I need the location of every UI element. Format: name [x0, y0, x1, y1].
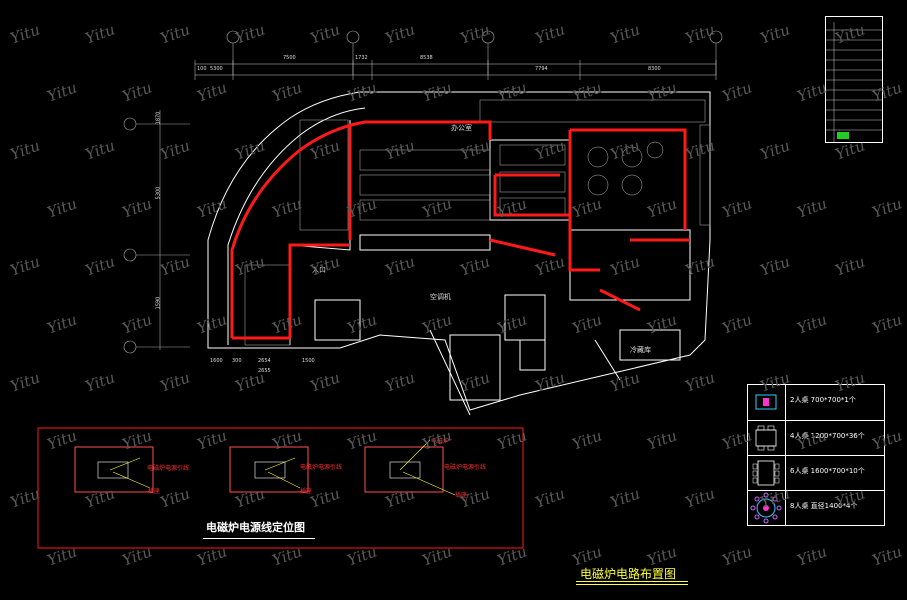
grid-markers-left [123, 110, 190, 354]
dim-top: 8538 [420, 55, 433, 61]
drawing-title-underline [576, 581, 688, 582]
legend-row: 2人桌 700*700*1个 [748, 385, 884, 420]
seating-clusters [244, 99, 711, 346]
legend-row: 8人桌 直径1400*4个 [748, 490, 884, 525]
dim-left: 1870 [155, 111, 162, 125]
detail-leaders [109, 439, 456, 496]
detail-frame [37, 427, 524, 549]
dim-top: 7794 [535, 66, 548, 72]
legend-row: 6人桌 1600*700*10个 [748, 455, 884, 490]
detail-power-line-label: 电磁炉电源引线 [147, 465, 190, 472]
round-table-icon [748, 491, 786, 525]
room-cold-storage: 冷藏库 [630, 346, 651, 354]
dim-top: 1732 [355, 55, 368, 61]
detail-title: 电磁炉电源线定位图 [206, 521, 305, 534]
dim-bottom: 2655 [258, 368, 271, 374]
detail-power-line-label: 电磁炉电源引线 [300, 464, 343, 471]
legend-label: 2人桌 700*700*1个 [790, 396, 856, 404]
legend-row: 4人桌 1200*700*36个 [748, 420, 884, 455]
dim-top: 5300 [210, 66, 223, 72]
dim-top: 7500 [283, 55, 296, 61]
dim-bottom: 300 [232, 358, 242, 364]
building-outline [207, 91, 711, 416]
drawing-title-underline [576, 584, 688, 585]
induction-wiring [230, 120, 690, 340]
room-entrance: 入口 [312, 266, 326, 274]
dim-top: 8300 [648, 66, 661, 72]
legend-label: 8人桌 直径1400*4个 [790, 502, 858, 510]
detail-socket-label: 插座 [148, 488, 161, 495]
legend-label: 4人桌 1200*700*36个 [790, 432, 865, 440]
layer-legend [825, 16, 883, 143]
legend-label: 6人桌 1600*700*10个 [790, 467, 865, 475]
dim-top: 100 [197, 66, 207, 72]
detail-socket-label: 插座 [455, 492, 468, 499]
dim-bottom: 1500 [302, 358, 315, 364]
dim-left: 1590 [155, 296, 162, 310]
dim-bottom: 2654 [258, 358, 271, 364]
two-seat-table-icon [748, 385, 786, 420]
detail-socket-label: 插座 [300, 488, 313, 495]
dimension-lines-top [194, 60, 717, 80]
detail-title-underline [203, 538, 315, 539]
room-ac-unit: 空调机 [430, 293, 451, 301]
six-seat-table-icon [748, 456, 786, 490]
layer-legend-rows [825, 22, 883, 143]
four-seat-table-icon [748, 421, 786, 455]
dim-left: 5300 [155, 186, 162, 200]
detail-stove-label: 电磁炉 [431, 438, 450, 445]
room-office: 办公室 [451, 124, 472, 132]
table-legend: 2人桌 700*700*1个 4人桌 1200*700*36个 6人桌 1600… [747, 384, 885, 526]
dim-bottom: 1600 [210, 358, 223, 364]
detail-power-line-label: 电磁炉电源引线 [444, 464, 487, 471]
drawing-title: 电磁炉电路布置图 [580, 567, 677, 581]
